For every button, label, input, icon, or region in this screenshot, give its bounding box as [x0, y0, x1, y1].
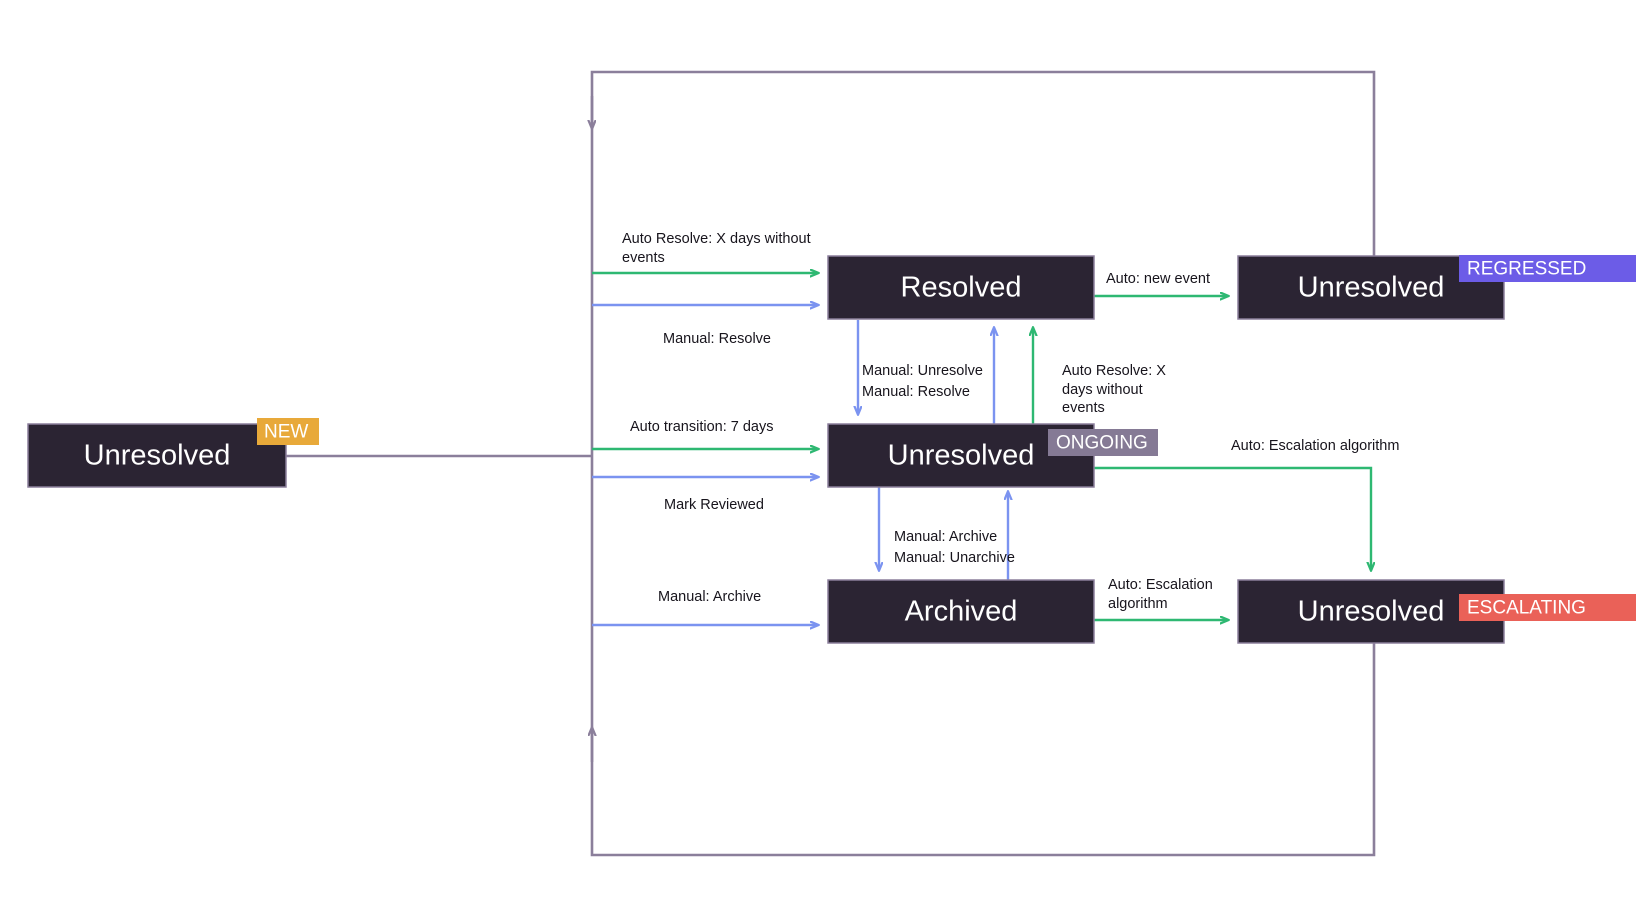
label-auto-transition-7-days: Auto transition: 7 days [630, 419, 773, 435]
label-auto-transition-7-days-line-1: Auto transition: 7 days [630, 419, 773, 435]
node-new-unresolved[interactable]: Unresolved [27, 423, 287, 488]
label-manual-archive-unarchive-line-2: Manual: Unarchive [894, 550, 1015, 566]
label-auto-resolve-x-days-2-line-1: Auto Resolve: X [1062, 363, 1166, 379]
label-auto-resolve-x-days-2: Auto Resolve: X days without events [1062, 363, 1166, 416]
label-auto-escalation-top: Auto: Escalation algorithm [1231, 438, 1399, 454]
node-escalating-unresolved-label: Unresolved [1298, 596, 1445, 628]
node-new-unresolved-box[interactable] [27, 423, 287, 488]
status-badges: NEW ONGOING REGRESSED ESCALATING [257, 255, 1636, 621]
frame-edges [286, 70, 1376, 857]
nodes: Unresolved Resolved Unresolved Archived … [27, 255, 1505, 644]
node-resolved-label: Resolved [901, 272, 1022, 304]
label-manual-resolve-1-line-1: Manual: Resolve [663, 331, 771, 347]
label-auto-new-event: Auto: new event [1106, 271, 1210, 287]
label-manual-unresolve-resolve: Manual: Unresolve Manual: Resolve [862, 363, 983, 400]
label-auto-resolve-x-days-1-line-1: Auto Resolve: X days without [622, 231, 811, 247]
label-manual-archive: Manual: Archive [658, 589, 761, 605]
badge-new: NEW [257, 418, 319, 445]
badge-new-bg [257, 418, 319, 445]
badge-escalating-label: ESCALATING [1467, 598, 1586, 619]
label-auto-escalation-bottom-line-1: Auto: Escalation [1108, 577, 1213, 593]
label-auto-escalation-bottom-line-2: algorithm [1108, 596, 1168, 612]
badge-regressed-bg [1459, 255, 1636, 282]
label-manual-unresolve-resolve-line-1: Manual: Unresolve [862, 363, 983, 379]
badge-ongoing-label: ONGOING [1056, 433, 1148, 454]
label-manual-unresolve-resolve-line-2: Manual: Resolve [862, 384, 970, 400]
label-manual-archive-unarchive: Manual: Archive Manual: Unarchive [894, 529, 1015, 566]
node-archived-label: Archived [905, 596, 1018, 628]
label-mark-reviewed: Mark Reviewed [664, 497, 764, 513]
edge-labels: Auto Resolve: X days without events Manu… [622, 231, 1399, 612]
badge-regressed-label: REGRESSED [1467, 259, 1586, 280]
edge-ongoing-to-escalating-auto [1094, 466, 1371, 570]
node-ongoing-unresolved-label: Unresolved [888, 440, 1035, 472]
frame-top-loop [590, 70, 1376, 456]
badge-new-label: NEW [264, 422, 308, 443]
badge-ongoing-bg [1048, 429, 1158, 456]
label-manual-archive-line-1: Manual: Archive [658, 589, 761, 605]
label-mark-reviewed-line-1: Mark Reviewed [664, 497, 764, 513]
label-manual-resolve-1: Manual: Resolve [663, 331, 771, 347]
badge-regressed: REGRESSED [1459, 255, 1636, 282]
node-regressed-unresolved-label: Unresolved [1298, 272, 1445, 304]
label-manual-archive-unarchive-line-1: Manual: Archive [894, 529, 997, 545]
node-resolved-box[interactable] [827, 255, 1095, 320]
node-archived[interactable]: Archived [827, 579, 1095, 644]
badge-ongoing: ONGOING [1048, 429, 1158, 456]
label-auto-escalation-top-line-1: Auto: Escalation algorithm [1231, 438, 1399, 454]
badge-escalating-bg [1459, 594, 1636, 621]
label-auto-resolve-x-days-1: Auto Resolve: X days without events [622, 231, 811, 266]
node-new-unresolved-label: Unresolved [84, 440, 231, 472]
node-archived-box[interactable] [827, 579, 1095, 644]
transition-edges [592, 273, 1371, 625]
node-resolved[interactable]: Resolved [827, 255, 1095, 320]
frame-bottom-loop [590, 456, 1376, 857]
label-auto-resolve-x-days-2-line-3: events [1062, 400, 1105, 416]
label-auto-resolve-x-days-1-line-2: events [622, 250, 665, 266]
label-auto-resolve-x-days-2-line-2: days without [1062, 382, 1143, 398]
label-auto-new-event-line-1: Auto: new event [1106, 271, 1210, 287]
badge-escalating: ESCALATING [1459, 594, 1636, 621]
label-auto-escalation-bottom: Auto: Escalation algorithm [1108, 577, 1213, 612]
